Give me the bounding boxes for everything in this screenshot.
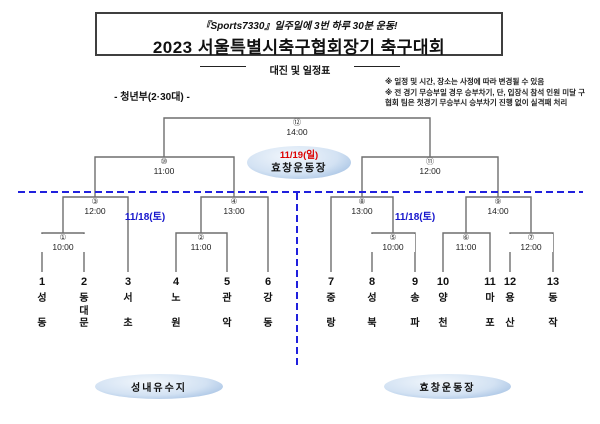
final-venue: 효창운동장 <box>271 162 327 174</box>
subtitle: 대진 및 일정표 <box>269 66 331 77</box>
match-number: ⑧ <box>358 197 366 206</box>
team-name-11: 마 포 <box>485 293 495 329</box>
match-time: 11:00 <box>153 166 175 176</box>
team-name-12: 용 산 <box>505 293 515 329</box>
bracket-r2-m8 <box>330 196 394 272</box>
team-number-5: 5 <box>223 276 231 288</box>
match-time: 10:00 <box>382 242 404 252</box>
team-name-5: 관 악 <box>222 293 232 329</box>
match-number: ⑦ <box>527 233 535 242</box>
team-number-13: 13 <box>546 276 560 288</box>
team-name-4: 노 원 <box>171 293 181 329</box>
team-number-11: 11 <box>484 276 496 288</box>
match-number: ③ <box>91 197 99 206</box>
notes-block: ※ 일정 및 시간, 장소는 사정에 따라 변경될 수 있음 ※ 전 경기 무승… <box>385 77 598 109</box>
team-number-1: 1 <box>38 276 46 288</box>
team-name-10: 양 천 <box>438 293 448 329</box>
match-time: 10:00 <box>52 242 74 252</box>
division-label: - 청년부(2·30대) - <box>114 92 190 103</box>
team-name-7: 중 랑 <box>326 293 336 329</box>
match-number: ⑨ <box>494 197 502 206</box>
team-name-8: 성 북 <box>367 293 377 329</box>
match-time: 12:00 <box>520 242 542 252</box>
match-number: ⑪ <box>426 157 434 166</box>
venue-ellipse-right: 효창운동장 <box>384 374 511 399</box>
date-label-left: 11/18(토) <box>124 212 166 223</box>
match-number: ⑩ <box>160 157 168 166</box>
final-date: 11/19(일) <box>279 150 319 161</box>
venue-right-label: 효창운동장 <box>419 383 476 394</box>
match-time: 14:00 <box>487 206 509 216</box>
venue-ellipse-left: 성내유수지 <box>95 374 223 399</box>
title-box: 『Sports7330』일주일에 3번 하루 30분 운동! 2023 서울특별… <box>95 12 503 57</box>
note-line-1: ※ 일정 및 시간, 장소는 사정에 따라 변경될 수 있음 <box>385 77 545 86</box>
match-number: ⑫ <box>293 118 301 127</box>
final-venue-ellipse: 11/19(일) 효창운동장 <box>247 146 351 179</box>
bracket-final <box>163 117 431 157</box>
match-number: ⑤ <box>389 233 397 242</box>
bracket-semi-left <box>94 156 235 197</box>
match-time: 11:00 <box>190 242 212 252</box>
bracket-r1-m5 <box>371 232 416 272</box>
match-time: 12:00 <box>84 206 106 216</box>
subtitle-rule-left <box>200 66 246 67</box>
team-number-7: 7 <box>327 276 335 288</box>
bracket-r2-m4 <box>200 196 269 272</box>
team-number-2: 2 <box>80 276 88 288</box>
team-name-3: 서 초 <box>123 293 133 329</box>
slogan-text: 『Sports7330』일주일에 3번 하루 30분 운동! <box>200 21 398 32</box>
venue-left-label: 성내유수지 <box>131 383 187 394</box>
match-number: ① <box>59 233 67 242</box>
page-title: 2023 서울특별시축구협회장기 축구대회 <box>152 38 446 57</box>
team-name-9: 송 파 <box>410 293 420 329</box>
team-number-9: 9 <box>411 276 419 288</box>
team-number-12: 12 <box>503 276 517 288</box>
subtitle-rule-right <box>354 66 400 67</box>
team-name-2: 동 대 문 <box>79 293 89 329</box>
match-number: ④ <box>230 197 238 206</box>
bracket-semi-right <box>361 156 499 197</box>
note-line-3: 협회 팀은 첫경기 무승부시 승부차기 진행 없이 실격패 처리 <box>385 98 568 107</box>
team-number-6: 6 <box>264 276 272 288</box>
bracket-r1-m2 <box>175 232 228 272</box>
match-time: 13:00 <box>351 206 373 216</box>
team-number-8: 8 <box>368 276 376 288</box>
team-name-13: 동 작 <box>548 293 558 329</box>
note-line-2: ※ 전 경기 무승부일 경우 승부차기, 단, 입장식 참석 인원 미달 구 <box>385 87 585 97</box>
match-time: 11:00 <box>455 242 477 252</box>
match-number: ② <box>197 233 205 242</box>
bracket-r1-m6 <box>442 232 491 272</box>
team-number-3: 3 <box>124 276 132 288</box>
bracket-r2-m9 <box>465 196 532 233</box>
match-time: 14:00 <box>286 127 308 137</box>
team-number-10: 10 <box>436 276 450 288</box>
match-number: ⑥ <box>462 233 470 242</box>
team-number-4: 4 <box>172 276 180 288</box>
bracket-r1-m1 <box>41 232 85 272</box>
team-name-6: 강 동 <box>263 293 273 329</box>
date-label-right: 11/18(토) <box>394 212 436 223</box>
match-time: 12:00 <box>419 166 441 176</box>
bracket-r1-m7 <box>509 232 554 272</box>
match-time: 13:00 <box>223 206 245 216</box>
bracket-r2-m3 <box>62 196 129 272</box>
team-name-1: 성 동 <box>37 293 47 329</box>
